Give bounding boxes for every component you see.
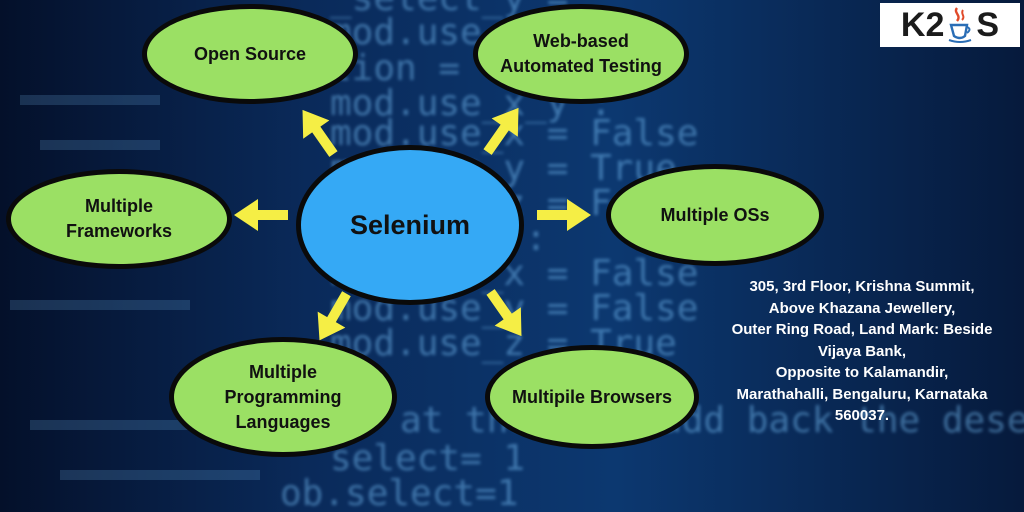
node-web-based-testing: Web-based Automated Testing [473,4,689,104]
node-multiple-browsers: Multipile Browsers [485,345,699,449]
node-label: Web-based [500,29,662,54]
logo-text-right: S [976,6,999,45]
node-label: Programming [224,385,341,410]
address-line: Vijaya Bank, [712,341,1012,363]
center-label: Selenium [350,210,470,241]
address-line: Outer Ring Road, Land Mark: Beside [712,319,1012,341]
node-label: Frameworks [66,219,172,244]
node-multiple-programming-languages: Multiple Programming Languages [169,337,397,457]
k2js-logo: K2 S [880,3,1020,47]
node-label: Multiple [66,194,172,219]
arrow-to-frameworks [234,199,288,231]
node-label: Multiple OSs [660,203,769,228]
node-label: Automated Testing [500,54,662,79]
address-line: 560037. [712,405,1012,427]
logo-text-left: K2 [901,6,944,45]
node-label: Languages [224,410,341,435]
svg-text:ob.select=1: ob.select=1 [280,473,518,512]
node-label: Multiple [224,360,341,385]
address-line: 305, 3rd Floor, Krishna Summit, [712,276,1012,298]
node-multiple-oss: Multiple OSs [606,164,824,266]
arrow-to-oss [537,199,591,231]
node-label: Multipile Browsers [512,385,672,410]
address-block: 305, 3rd Floor, Krishna Summit, Above Kh… [712,276,1012,427]
address-line: Above Khazana Jewellery, [712,298,1012,320]
java-cup-icon [947,6,973,44]
node-label: Open Source [194,42,306,67]
node-multiple-frameworks: Multiple Frameworks [6,169,232,269]
address-line: Marathahalli, Bengaluru, Karnataka [712,384,1012,406]
address-line: Opposite to Kalamandir, [712,362,1012,384]
node-open-source: Open Source [142,4,358,104]
selenium-center-node: Selenium [296,145,524,305]
